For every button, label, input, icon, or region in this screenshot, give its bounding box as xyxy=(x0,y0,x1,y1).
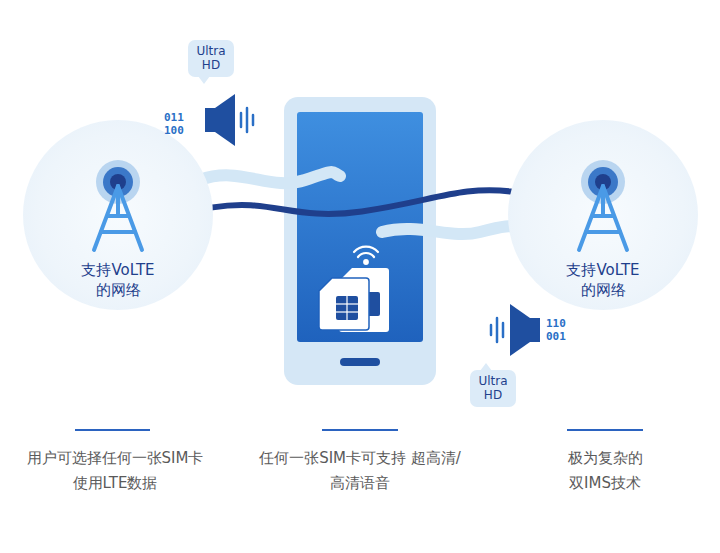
ultra-hd-bubble: Ultra HD xyxy=(188,40,234,77)
network-label: 支持VoLTE 的网络 xyxy=(553,260,653,301)
speaker-icon xyxy=(205,94,253,146)
light-wave xyxy=(382,226,522,234)
binary-digits: 100 xyxy=(164,125,184,136)
quality-label: Ultra HD xyxy=(194,44,228,73)
home-button xyxy=(340,358,380,366)
network-circle: 支持VoLTE 的网络 xyxy=(508,120,698,310)
network-label: 支持VoLTE 的网络 xyxy=(68,260,168,301)
caption-text: 极为复杂的 双IMS技术 xyxy=(550,446,660,496)
binary-digits: 110 xyxy=(546,318,566,329)
binary-digits: 001 xyxy=(546,331,566,342)
bubble-tail xyxy=(198,76,210,84)
wifi-icon xyxy=(354,247,378,264)
caption-rule xyxy=(75,429,150,431)
network-circle: 支持VoLTE 的网络 xyxy=(23,120,213,310)
sim-cards xyxy=(319,268,389,332)
caption-rule xyxy=(567,429,643,431)
bubble-tail xyxy=(480,363,492,371)
caption-text: 任何一张SIM卡可支持 超高清/高清语音 xyxy=(245,446,475,496)
caption-rule xyxy=(322,429,398,431)
ultra-hd-bubble: Ultra HD xyxy=(470,370,516,407)
light-wave xyxy=(200,172,340,183)
signal-wave xyxy=(213,190,511,214)
binary-digits: 011 xyxy=(164,112,184,123)
caption-text: 用户可选择任何一张SIM卡 使用LTE数据 xyxy=(0,446,230,496)
speaker-icon xyxy=(491,304,540,356)
phone-body xyxy=(284,97,436,385)
quality-label: Ultra HD xyxy=(476,374,510,403)
